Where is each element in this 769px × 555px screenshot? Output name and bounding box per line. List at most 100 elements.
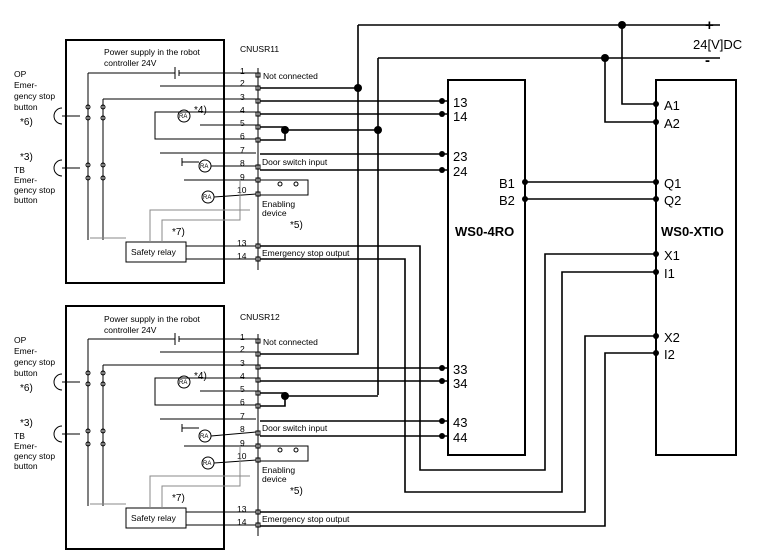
cnusr11-pin-8: 8 [240,158,245,168]
cnusr12-note4: *4) [194,371,207,382]
cnusr11-not-connected: Not connected [263,71,318,81]
cnusr12-op-button-icon [53,373,63,391]
terminal-34: 34 [453,376,467,391]
terminal-14: 14 [453,109,467,124]
cnusr11-connector-label: CNUSR11 [240,44,279,54]
terminal-44: 44 [453,430,467,445]
cnusr12-enabling-1: Enabling [262,465,295,475]
cnusr12-pin-13: 13 [237,504,247,514]
ws0-4ro-module [447,79,526,456]
cnusr12-tb-note: *3) [20,418,33,429]
cnusr12-pin-1: 1 [240,332,245,342]
cnusr11-op-line3: gency stop [14,91,55,101]
external-wiring [260,25,659,527]
cnusr11-note7: *7) [172,227,185,238]
cnusr11-tb-line1: TB [14,165,25,175]
terminal-13: 13 [453,95,467,110]
cnusr11-pin-2: 2 [240,78,245,88]
cnusr12-ra-4: RA [179,380,187,386]
cnusr11-pin-1: 1 [240,66,245,76]
cnusr11-op-button-icon [53,107,63,125]
terminal-24: 24 [453,164,467,179]
cnusr11-tb-note: *3) [20,152,33,163]
cnusr12-group: CNUSR12 Power supply in the robot contro… [14,312,350,536]
cnusr11-op-line1: OP [14,69,27,79]
cnusr11-enabling-2: device [262,208,287,218]
cnusr11-pin-9: 9 [240,172,245,182]
cnusr12-note5: *5) [290,486,303,497]
cnusr12-pin-2: 2 [240,344,245,354]
cnusr12-op-line3: gency stop [14,357,55,367]
cnusr12-op-line1: OP [14,335,27,345]
terminal-23: 23 [453,149,467,164]
cnusr12-estop-output: Emergency stop output [262,514,350,524]
cnusr11-ra-door: RA [200,164,208,170]
terminal-b1: B1 [499,176,515,191]
cnusr12-ra-enable: RA [203,461,211,467]
terminal-q1: Q1 [664,176,681,191]
cnusr12-pin-7: 7 [240,411,245,421]
minus-sign: - [705,52,710,69]
cnusr12-door-switch: Door switch input [262,423,328,433]
terminal-a1: A1 [664,98,680,113]
cnusr12-psu-label-1: Power supply in the robot [104,314,201,324]
ws0-xtio-label: WS0-XTIO [661,224,724,239]
cnusr12-note7: *7) [172,493,185,504]
cnusr11-tb-line4: button [14,195,38,205]
cnusr11-pin-13: 13 [237,238,247,248]
cnusr12-tb-line4: button [14,461,38,471]
cnusr11-op-line4: button [14,102,38,112]
cnusr11-pin-6: 6 [240,131,245,141]
cnusr11-ra-4: RA [179,114,187,120]
cnusr11-tb-line3: gency stop [14,185,55,195]
terminal-x1: X1 [664,248,680,263]
cnusr11-pin-7: 7 [240,145,245,155]
cnusr11-ra-enable: RA [203,195,211,201]
cnusr12-enabling-2: device [262,474,287,484]
cnusr12-tb-line2: Emer- [14,441,37,451]
cnusr11-note5: *5) [290,220,303,231]
cnusr12-pin-9: 9 [240,438,245,448]
cnusr11-pin-5: 5 [240,118,245,128]
cnusr12-tb-line3: gency stop [14,451,55,461]
cnusr11-tb-button-icon [53,159,63,177]
cnusr12-pin-8: 8 [240,424,245,434]
cnusr12-op-line2: Emer- [14,346,37,356]
terminal-i1: I1 [664,266,675,281]
terminal-33: 33 [453,362,467,377]
cnusr11-pin-4: 4 [240,105,245,115]
cnusr11-safety-relay [125,241,187,263]
cnusr11-op-note: *6) [20,117,33,128]
cnusr11-pin-10: 10 [237,185,247,195]
cnusr12-pin-4: 4 [240,371,245,381]
cnusr11-door-switch: Door switch input [262,157,328,167]
cnusr12-tb-button-icon [53,425,63,443]
voltage-label: 24[V]DC [693,37,742,52]
cnusr12-ra-door: RA [200,434,208,440]
cnusr12-tb-line1: TB [14,431,25,441]
terminal-b2: B2 [499,193,515,208]
cnusr11-enabling-1: Enabling [262,199,295,209]
cnusr12-connector-label: CNUSR12 [240,312,280,322]
ws0-4ro-label: WS0-4RO [455,224,514,239]
cnusr11-safety-relay-label: Safety relay [131,247,177,257]
power-rails [358,21,720,123]
cnusr11-group: CNUSR11 Power supply in the robot contro… [14,44,350,270]
terminal-q2: Q2 [664,193,681,208]
cnusr11-note4: *4) [194,105,207,116]
cnusr12-safety-relay-label: Safety relay [131,513,177,523]
cnusr12-pin-10: 10 [237,451,247,461]
cnusr12-pin-3: 3 [240,358,245,368]
cnusr12-pin-6: 6 [240,397,245,407]
cnusr12-psu-label-2: controller 24V [104,325,157,335]
cnusr12-pin-5: 5 [240,384,245,394]
cnusr11-op-line2: Emer- [14,80,37,90]
cnusr12-op-line4: button [14,368,38,378]
cnusr11-estop-output: Emergency stop output [262,248,350,258]
cnusr11-psu-label-1: Power supply in the robot [104,47,201,57]
cnusr12-not-connected: Not connected [263,337,318,347]
terminal-x2: X2 [664,330,680,345]
cnusr12-op-note: *6) [20,383,33,394]
terminal-43: 43 [453,415,467,430]
